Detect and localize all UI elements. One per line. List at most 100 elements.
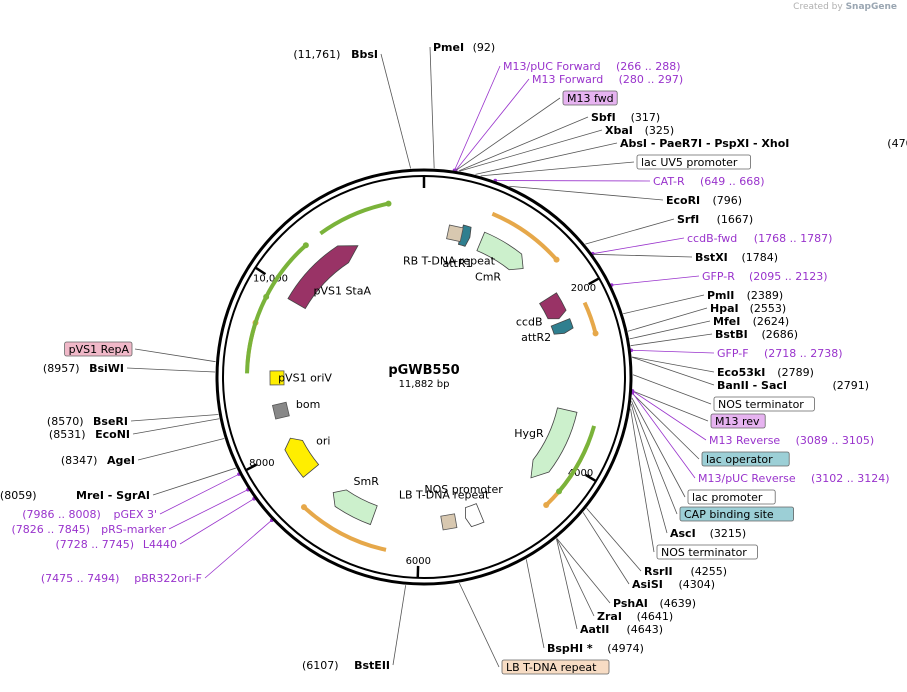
orf-arc (585, 303, 596, 334)
site-position: (2686) (762, 328, 799, 341)
leader-line (632, 394, 699, 459)
label-box-text: NOS terminator (661, 546, 747, 559)
leader-line (556, 539, 577, 629)
site-name: AatII (580, 623, 609, 636)
leader-line (459, 117, 588, 171)
map-label-box: CAP binding site (680, 507, 794, 521)
map-label-site: Eco53kI(2789) (717, 366, 814, 379)
plasmid-name: pGWB550 (388, 363, 459, 378)
site-position: (11,761) (293, 48, 340, 61)
orf-arc-head (556, 488, 562, 494)
site-name: MfeI (713, 315, 740, 328)
leader-line (205, 520, 272, 578)
leader-line (583, 512, 629, 584)
leader-line (593, 254, 692, 257)
primer-range: (7826 .. 7845) (11, 523, 90, 536)
map-label-site: AatII(4643) (580, 623, 663, 636)
leader-line (481, 162, 634, 176)
map-label-box: pVS1 RepA (65, 342, 132, 356)
site-name: AgeI (107, 454, 135, 467)
site-name: BseRI (93, 415, 128, 428)
map-label-box: lac promoter (688, 490, 775, 504)
map-label-site: AgeI(8347) (61, 454, 135, 467)
site-position: (2624) (753, 315, 790, 328)
primer-name: pRS-marker (101, 523, 166, 536)
label-box-text: pVS1 RepA (69, 343, 130, 356)
map-label-box: lac operator (702, 452, 789, 466)
site-position: (317) (631, 111, 661, 124)
map-label-site: MfeI (2624) (713, 315, 789, 328)
plasmid-length: 11,882 bp (399, 379, 450, 390)
site-name: XbaI (605, 124, 633, 137)
map-label-box: LB T-DNA repeat (502, 660, 609, 674)
site-position: (2389) (747, 289, 784, 302)
leader-line (127, 368, 215, 372)
site-name: BsiWI (89, 362, 124, 375)
site-position: (4641) (637, 610, 674, 623)
site-position: (8957) (43, 362, 80, 375)
site-position: (8531) (49, 428, 86, 441)
site-position: (3215) (710, 527, 747, 540)
map-label-primer: M13/pUC Forward(266 .. 288) (503, 60, 681, 73)
feature-label: pVS1 oriV (278, 372, 332, 385)
site-name: BbsI (351, 48, 378, 61)
feature-label: attR2 (521, 331, 551, 344)
primer-range: (3089 .. 3105) (796, 434, 875, 447)
feature-arrow (540, 293, 566, 319)
feature-label: SmR (354, 475, 380, 488)
primer-name: M13/pUC Reverse (698, 472, 796, 485)
primer-name: M13/pUC Forward (503, 60, 601, 73)
map-label-multi: MreI - SgrAI(8059) (0, 489, 150, 502)
primer-range: (7475 .. 7494) (41, 572, 120, 585)
site-name: BstXI (695, 251, 728, 264)
feature-arrow (288, 246, 358, 309)
leader-line (459, 583, 499, 667)
credit-prefix: Created by (793, 2, 843, 12)
leader-line (509, 186, 663, 200)
site-name: BstBI (715, 328, 748, 341)
leader-line (631, 350, 714, 353)
tick-label: 10,000 (253, 273, 288, 284)
orf-arc (247, 297, 266, 374)
feature-arrow (285, 438, 319, 477)
map-label-box: NOS terminator (657, 545, 757, 559)
site-position: (470) (887, 137, 907, 150)
site-name: BstEII (354, 659, 390, 672)
leader-line (612, 276, 699, 285)
primer-name: GFP-F (717, 347, 749, 360)
leader-line (632, 357, 714, 372)
map-label-site: BstXI(1784) (695, 251, 778, 264)
leader-line (526, 559, 544, 648)
map-label-site: ZraI(4641) (597, 610, 673, 623)
map-label-site: SbfI(317) (591, 111, 660, 124)
map-label-site: BbsI (11,761) (293, 48, 378, 61)
leader-line (133, 419, 219, 434)
feature-arrow (551, 319, 573, 335)
map-label-multi: AbsI - PaeR7I - PspXI - XhoI (470) (620, 137, 907, 150)
site-name: AbsI - PaeR7I - PspXI - XhoI (620, 137, 789, 150)
leader-line (460, 130, 602, 171)
site-name: BanII - SacI (717, 379, 787, 392)
primer-name: pBR322ori-F (134, 572, 202, 585)
site-name: BspHI * (547, 642, 593, 655)
label-box-text: lac operator (706, 453, 773, 466)
leader-line (430, 47, 434, 168)
leader-line (455, 66, 500, 170)
label-box-text: NOS terminator (718, 398, 804, 411)
label-box-text: M13 rev (715, 415, 760, 428)
map-label-box: NOS terminator (714, 397, 814, 411)
leader-line (632, 357, 714, 385)
primer-name: L4440 (143, 538, 177, 551)
site-name: RsrII (644, 565, 673, 578)
site-name: PshAI (613, 597, 648, 610)
map-label-site: AscI(3215) (670, 527, 746, 540)
leader-line (135, 349, 216, 362)
map-label-site: BseRI(8570) (47, 415, 128, 428)
primer-name: ccdB-fwd (687, 232, 737, 245)
site-name: EcoNI (95, 428, 130, 441)
site-name: AsiSI (632, 578, 663, 591)
primer-range: (1768 .. 1787) (754, 232, 833, 245)
snapgene-logo: SnapGene (846, 2, 897, 12)
